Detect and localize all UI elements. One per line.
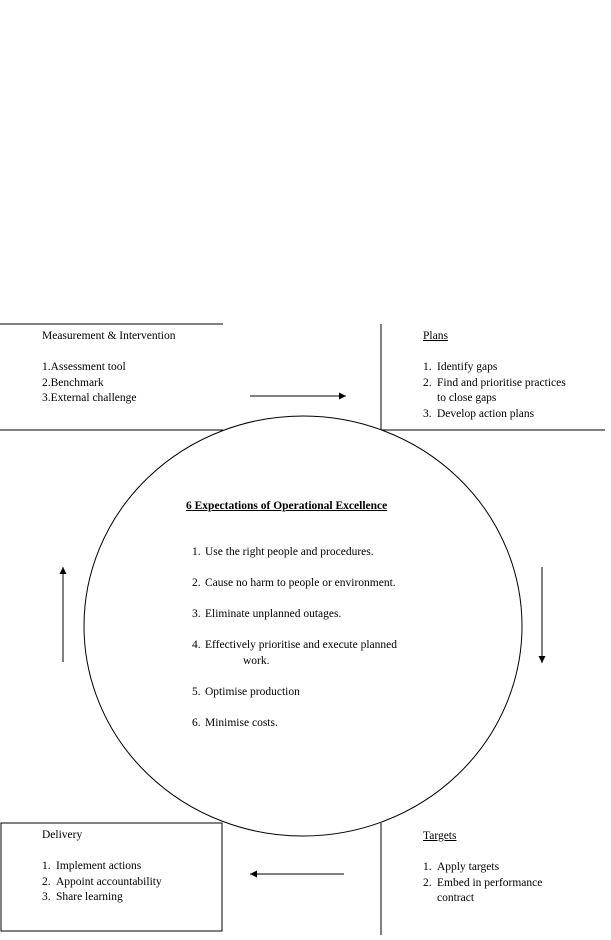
plans-item: 3.Develop action plans: [423, 407, 535, 420]
measurement-panel: Measurement & Intervention 1.Assessment …: [42, 329, 176, 407]
plans-item: 2.Find and prioritise practices: [423, 376, 566, 389]
expectation-item: 1.Use the right people and procedures.: [192, 546, 374, 558]
expectations-list: 1.Use the right people and procedures. 2…: [192, 545, 397, 747]
expectation-item: 3.Eliminate unplanned outages.: [192, 608, 342, 620]
targets-title: Targets: [423, 830, 457, 842]
plans-item-continuation: to close gaps: [437, 392, 497, 404]
delivery-panel: Delivery 1.Implement actions 2.Appoint a…: [42, 828, 162, 906]
delivery-item: 1.Implement actions: [42, 860, 142, 872]
plans-box-border: [380, 324, 605, 431]
expectation-item: 4.Effectively prioritise and execute pla…: [192, 639, 398, 651]
targets-panel: Targets 1.Apply targets 2.Embed in perfo…: [423, 829, 542, 907]
delivery-title: Delivery: [42, 829, 83, 841]
measurement-item: 2.Benchmark: [42, 376, 104, 389]
center-circle: [83, 415, 523, 837]
delivery-box-border: [0, 822, 223, 932]
targets-item-continuation: contract: [437, 892, 475, 904]
plans-panel: Plans 1.Identify gaps 2.Find and priorit…: [423, 329, 566, 422]
plans-title: Plans: [423, 330, 448, 342]
expectation-item: 6.Minimise costs.: [192, 716, 278, 729]
targets-item: 1.Apply targets: [423, 861, 500, 873]
plans-item: 1.Identify gaps: [423, 361, 498, 373]
center-title: 6 Expectations of Operational Excellence: [186, 500, 388, 512]
measurement-title: Measurement & Intervention: [42, 330, 176, 342]
expectation-item: 5.Optimise production: [192, 685, 300, 698]
measurement-box-border: [0, 323, 223, 431]
expectation-item-continuation: work.: [243, 654, 270, 667]
delivery-item: 2.Appoint accountability: [42, 875, 162, 888]
measurement-item: 3.External challenge: [42, 392, 137, 404]
expectation-item: 2.Cause no harm to people or environment…: [192, 577, 396, 589]
targets-item: 2.Embed in performance: [423, 876, 543, 889]
measurement-item: 1.Assessment tool: [42, 361, 126, 373]
delivery-item: 3.Share learning: [42, 891, 123, 903]
